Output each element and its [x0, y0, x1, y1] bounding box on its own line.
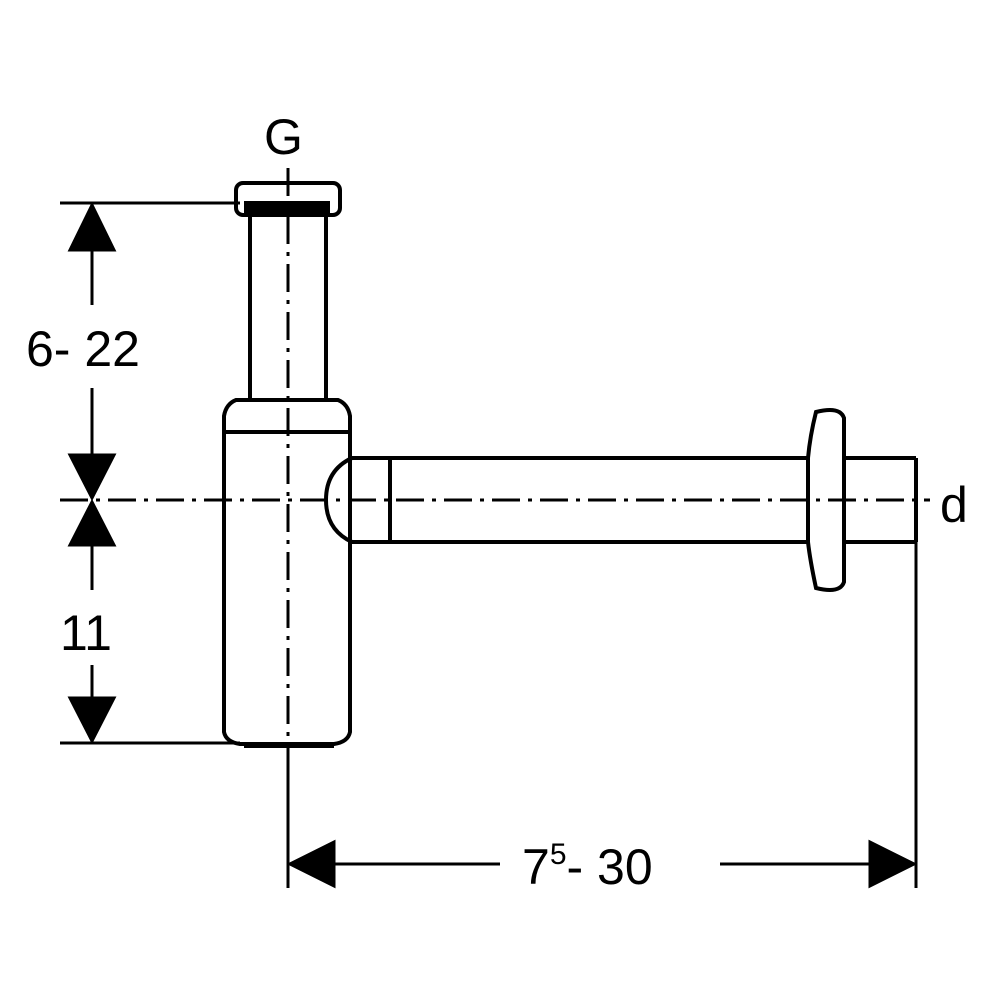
arrow-up-icon	[67, 201, 117, 252]
height-range-label: 6- 22	[26, 321, 140, 377]
center-lines	[60, 168, 930, 745]
horizontal-range-rest: - 30	[567, 839, 653, 895]
outlet-label-d: d	[940, 477, 968, 533]
arrow-right-icon	[868, 839, 918, 889]
arrow-up-icon	[67, 498, 117, 547]
extension-lines	[60, 201, 918, 888]
horizontal-range-main: 7	[522, 839, 550, 895]
horizontal-range-superscript: 5	[550, 838, 567, 871]
arrow-down-icon	[67, 453, 117, 502]
dimension-lower-height	[67, 498, 117, 745]
dimension-horizontal-range	[286, 839, 918, 889]
lower-height-label: 11	[60, 605, 112, 661]
arrow-left-icon	[286, 839, 336, 889]
horizontal-range-label: 75- 30	[522, 838, 653, 895]
inlet-label-g: G	[264, 109, 303, 165]
arrow-down-icon	[67, 696, 117, 745]
dimension-height-range	[67, 201, 117, 502]
inlet-pipe	[234, 181, 342, 398]
